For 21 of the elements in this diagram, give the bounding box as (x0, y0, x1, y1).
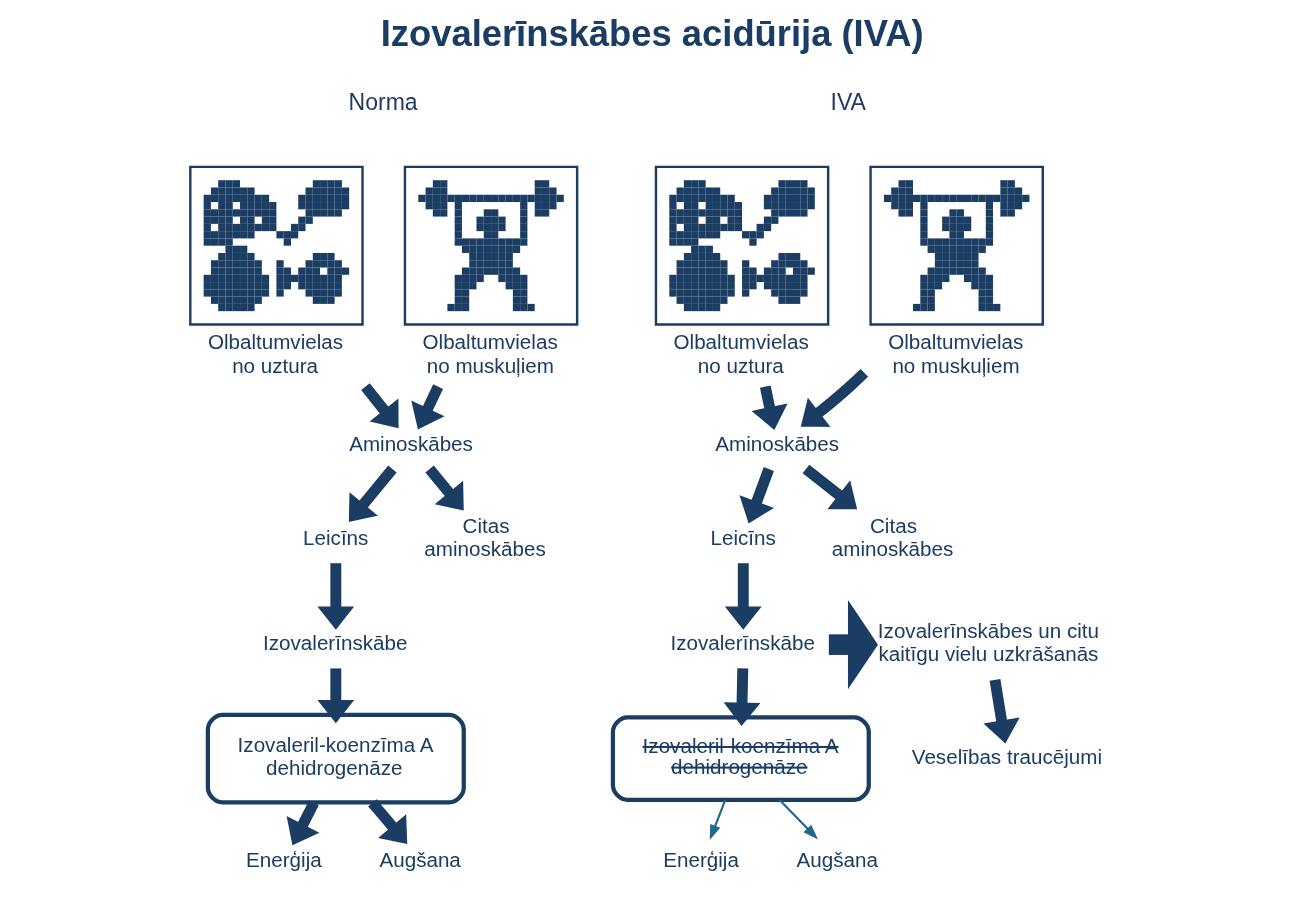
node-text: Izovalerīnskābes un citu kaitīgu vielu uzkrāšanās (877, 619, 1099, 666)
node-label: Olbaltumvielas no uztura (207, 330, 343, 377)
label: Norma (348, 88, 418, 115)
node-label: Olbaltumvielas no uztura (673, 330, 809, 377)
node-text: Veselības traucējumi (911, 745, 1102, 769)
node-text: Citas aminoskābes (831, 513, 953, 560)
node-label: Olbaltumvielas no muskuļiem (422, 330, 558, 377)
node-text: Enerģija (662, 847, 739, 871)
node-text: Izovalerīnskābe (262, 631, 407, 655)
node-text: Enerģija (245, 847, 322, 871)
node-text: Izovalerīnskābe (670, 631, 815, 655)
node-text: Aminoskābes (714, 431, 839, 455)
node-text: Augšana (796, 847, 878, 871)
label: IVA (830, 88, 866, 115)
node-text: Augšana (378, 847, 461, 871)
node-text: Leicīns (710, 525, 776, 549)
node-label: Olbaltumvielas no muskuļiem (887, 330, 1023, 377)
node-text: Leicīns (302, 525, 368, 549)
node-text: Aminoskābes (348, 431, 473, 455)
node-text: Citas aminoskābes (423, 513, 546, 560)
diagram-title: Izovalerīnskābes acidūrija (IVA) (380, 12, 924, 54)
